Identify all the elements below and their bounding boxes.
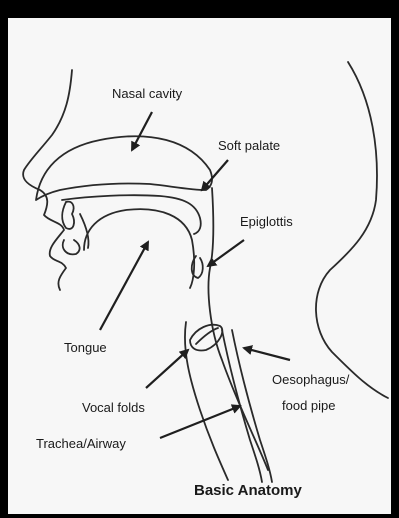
neck-back-outline xyxy=(316,62,388,398)
label-trachea-airway: Trachea/Airway xyxy=(36,436,126,452)
label-oesophagus-line2: food pipe xyxy=(282,398,336,414)
oesophagus-arrow xyxy=(244,348,290,360)
nasal-cavity-shape xyxy=(36,136,212,200)
lower-lip-shape xyxy=(63,240,80,254)
nasal-cavity-arrow xyxy=(132,112,152,150)
tongue-shape xyxy=(84,209,194,288)
soft-palate-shape xyxy=(62,195,201,234)
upper-lip-shape xyxy=(62,202,74,229)
diagram-title: Basic Anatomy xyxy=(194,482,302,499)
vocal-folds-arrow xyxy=(146,350,188,388)
label-nasal-cavity: Nasal cavity xyxy=(112,86,182,102)
oesophagus-tube-left xyxy=(222,330,262,482)
label-soft-palate: Soft palate xyxy=(218,138,280,154)
label-vocal-folds: Vocal folds xyxy=(82,400,145,416)
label-epiglottis: Epiglottis xyxy=(240,214,293,230)
tongue-arrow xyxy=(100,242,148,330)
face-profile-outline xyxy=(23,70,72,290)
label-tongue: Tongue xyxy=(64,340,107,356)
label-oesophagus-line1: Oesophagus/ xyxy=(272,372,349,388)
